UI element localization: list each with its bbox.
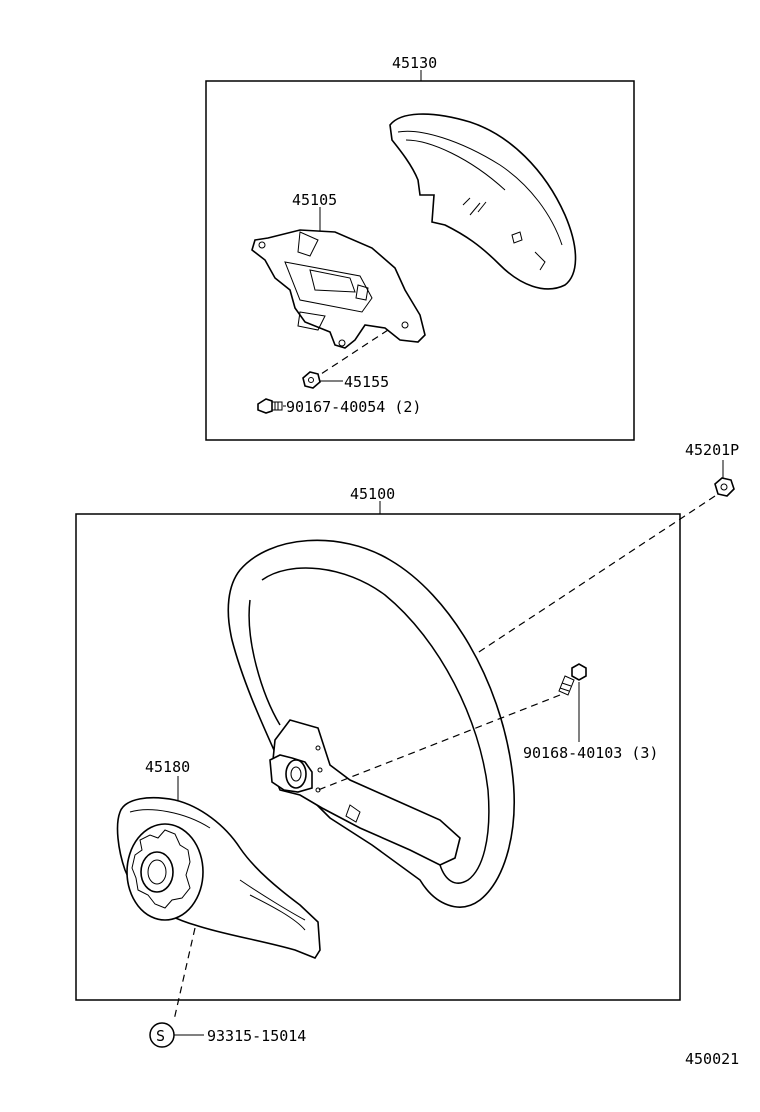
label-diagram-no: 450021 [685, 1050, 739, 1068]
label-cover-lower: 45180 [145, 758, 190, 776]
nut-small-part [302, 371, 321, 389]
screw-small-part [257, 398, 283, 414]
screw-s-dashline [173, 927, 196, 1021]
wheel-assembly-group: 45100 90168-40103 (3) 451 [75, 485, 681, 1021]
s-mark-badge: S [149, 1022, 175, 1048]
label-screw-small: 90167-40054 (2) [286, 398, 421, 416]
pad-assembly-group: 45130 45105 [205, 54, 635, 441]
pad-cover-part [389, 113, 577, 290]
label-screw-s: 93315-15014 [207, 1027, 306, 1045]
bolt-part [558, 663, 587, 696]
pad-assembly-box [205, 80, 635, 441]
bracket-part [251, 229, 426, 349]
steering-wheel-part [227, 539, 515, 908]
label-bolt: 90168-40103 (3) [523, 744, 658, 762]
label-s-mark: S [156, 1027, 165, 1045]
label-wheel-assy: 45100 [350, 485, 395, 503]
label-bracket: 45105 [292, 191, 337, 209]
bolt-dashline [317, 694, 561, 791]
nut-top-part [714, 477, 735, 497]
nut-top-dashline [319, 495, 716, 758]
wheel-assembly-box [75, 513, 681, 1001]
label-pad-cover: 45130 [392, 54, 437, 72]
label-nut-top: 45201P [685, 441, 739, 459]
nut-small-dashline [317, 329, 389, 377]
cover-lower-part [116, 796, 321, 959]
label-nut-small: 45155 [344, 373, 389, 391]
